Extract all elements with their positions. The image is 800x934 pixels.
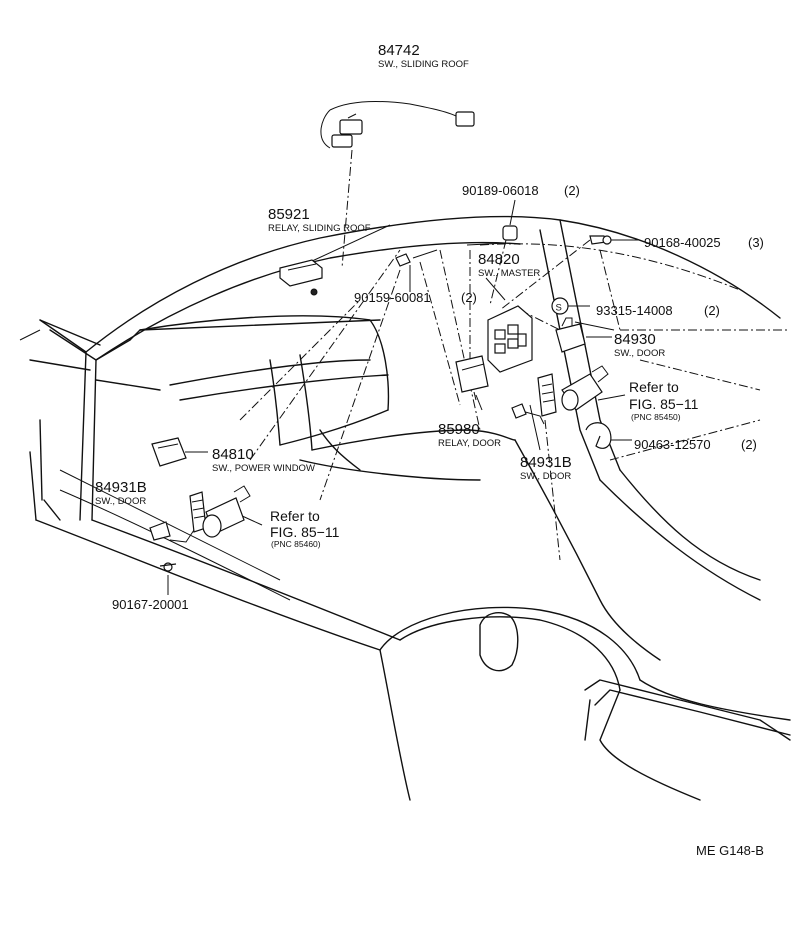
pnc-ref-left: (PNC 85460) <box>271 539 321 549</box>
part-qty-93315: (2) <box>704 303 720 318</box>
part-number-85921: 85921 <box>268 206 310 223</box>
part-desc-85921: RELAY, SLIDING ROOF <box>268 223 371 234</box>
part-number-90189: 90189-06018 <box>462 183 539 198</box>
part-desc-84810: SW., POWER WINDOW <box>212 463 315 474</box>
part-number-84810: 84810 <box>212 446 254 463</box>
door-relay-part <box>455 355 489 401</box>
door-switch-right-part <box>511 373 557 425</box>
car-body-outline <box>19 215 791 801</box>
fig-ref-left: FIG. 85−11 <box>270 524 340 540</box>
part-number-90168: 90168-40025 <box>644 235 721 250</box>
leader-lines <box>167 149 640 595</box>
part-qty-90159: (2) <box>461 290 477 305</box>
door-actuator-right-part <box>561 365 609 411</box>
power-window-switch-part <box>151 437 187 467</box>
sliding-roof-relay-part <box>279 259 323 296</box>
part-desc-84931b-right: SW., DOOR <box>520 471 571 482</box>
sliding-roof-switch-part <box>320 101 475 149</box>
part-desc-84931b-left: SW., DOOR <box>95 496 146 507</box>
part-number-84820: 84820 <box>478 251 520 268</box>
part-number-84931b-right: 84931B <box>520 454 572 471</box>
refer-to-label-left: Refer to <box>270 508 320 524</box>
part-number-93315: 93315-14008 <box>596 303 673 318</box>
part-desc-84742: SW., SLIDING ROOF <box>378 59 469 70</box>
door-switch-84930-part <box>555 317 586 353</box>
part-qty-90189: (2) <box>564 183 580 198</box>
part-desc-84930: SW., DOOR <box>614 348 665 359</box>
clip-90463-part <box>585 422 612 449</box>
part-number-84930: 84930 <box>614 331 656 348</box>
part-qty-90168: (3) <box>748 235 764 250</box>
part-number-90167: 90167-20001 <box>112 597 189 612</box>
master-switch-part <box>487 305 533 373</box>
door-actuator-left-part <box>202 485 251 538</box>
drawing-code: ME G148-B <box>696 843 764 858</box>
fig-ref-right: FIG. 85−11 <box>629 396 699 412</box>
pnc-ref-right: (PNC 85450) <box>631 412 681 422</box>
refer-to-label-right: Refer to <box>629 379 679 395</box>
part-qty-90463: (2) <box>741 437 757 452</box>
part-number-84931b-left: 84931B <box>95 479 147 496</box>
part-number-90159: 90159-60081 <box>354 290 431 305</box>
part-number-90463: 90463-12570 <box>634 437 711 452</box>
fastener-parts: S <box>159 225 612 572</box>
part-labels: 84742 SW., SLIDING ROOF 85921 RELAY, SLI… <box>95 42 764 858</box>
part-number-85980: 85980 <box>438 421 480 438</box>
door-switch-left-part <box>149 491 207 543</box>
part-desc-85980: RELAY, DOOR <box>438 438 501 449</box>
part-number-84742: 84742 <box>378 42 420 59</box>
s-mark: S <box>556 303 562 314</box>
part-desc-84820: SW., MASTER <box>478 268 540 279</box>
